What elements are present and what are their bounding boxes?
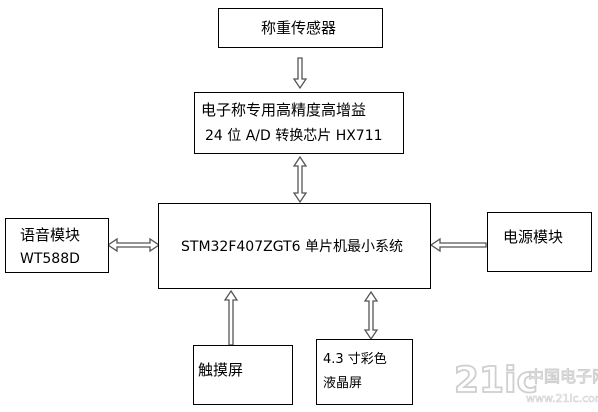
power-module-label: 电源模块 — [503, 228, 564, 246]
power-module-box: 电源模块 — [487, 212, 592, 272]
arrow-mcu-lcd — [363, 290, 379, 341]
mcu-box: STM32F407ZGT6 单片机最小系统 — [158, 203, 431, 289]
adc-chip-label-line1: 电子称专用高精度高增益 — [201, 101, 367, 119]
lcd-box: 4.3 寸彩色 液晶屏 — [316, 339, 413, 405]
voice-module-label-line1: 语音模块 — [20, 226, 81, 244]
arrow-voice-mcu — [106, 237, 161, 253]
adc-chip-box: 电子称专用高精度高增益 24 位 A/D 转换芯片 HX711 — [194, 92, 404, 154]
mcu-label: STM32F407ZGT6 单片机最小系统 — [181, 239, 403, 255]
lcd-label-line1: 4.3 寸彩色 — [323, 352, 387, 367]
adc-chip-label-line2: 24 位 A/D 转换芯片 HX711 — [205, 128, 383, 144]
watermark-url: www.21ic.com — [526, 392, 598, 405]
voice-module-label-line2: WT588D — [20, 251, 80, 267]
lcd-label-line2: 液晶屏 — [323, 376, 363, 391]
arrow-sensor-to-adc — [292, 57, 308, 90]
arrow-touch-to-mcu — [223, 289, 239, 346]
weighing-sensor-box: 称重传感器 — [218, 8, 383, 48]
weighing-sensor-label: 称重传感器 — [261, 19, 337, 37]
touchscreen-label: 触摸屏 — [198, 361, 244, 379]
watermark-site-name: 中国电子网 — [528, 367, 598, 386]
arrow-power-to-mcu — [429, 237, 487, 253]
watermark-logo: 21ic 中国电子网 www.21ic.com — [453, 359, 598, 405]
voice-module-box: 语音模块 WT588D — [5, 218, 109, 273]
touchscreen-box: 触摸屏 — [193, 345, 293, 405]
watermark-logo-text: 21ic — [454, 360, 538, 401]
arrow-adc-mcu — [292, 155, 308, 204]
